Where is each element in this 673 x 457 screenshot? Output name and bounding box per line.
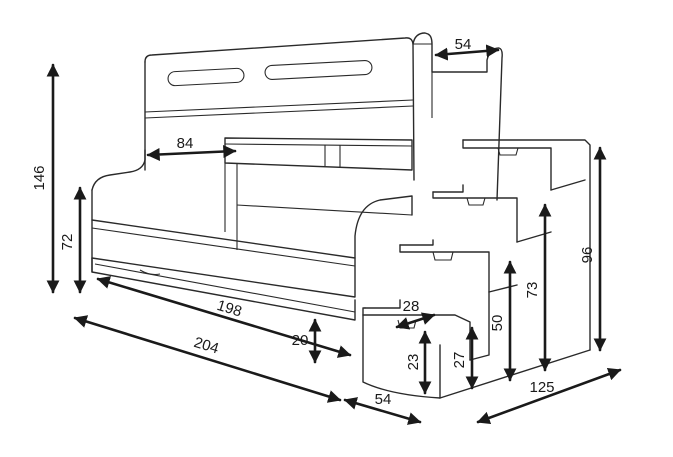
- label-step-1-height: 23: [405, 354, 422, 371]
- label-inner-opening: 84: [177, 135, 194, 152]
- label-height-total: 146: [31, 165, 48, 190]
- label-height-lower: 72: [59, 234, 76, 251]
- label-stairs-height: 96: [579, 247, 596, 264]
- label-top-rail: 54: [455, 36, 472, 53]
- dim-line-stairs-depth: [343, 397, 422, 425]
- bed-outline: [91, 32, 591, 399]
- dim-line-stairs-length: [476, 367, 622, 425]
- label-total-length: 204: [192, 334, 221, 358]
- dim-line-inner-opening: [146, 145, 237, 161]
- label-stairs-depth: 54: [375, 391, 392, 408]
- label-stairs-length: 125: [529, 379, 554, 396]
- dimension-labels: 146 72 54 84 198 204 20 54 125 28 23 27 …: [31, 36, 596, 408]
- label-step-2-total: 50: [489, 315, 506, 332]
- dimension-lines: [46, 44, 622, 425]
- label-mattress: 198: [215, 297, 244, 321]
- dim-line-top-rail: [434, 44, 500, 61]
- dim-line-step-depth: [395, 312, 436, 330]
- label-step-1-total: 27: [451, 352, 468, 369]
- dim-line-total-length: [73, 315, 342, 403]
- label-drawer-height: 20: [292, 332, 309, 349]
- label-step-depth: 28: [403, 298, 420, 315]
- label-step-3-total: 73: [524, 282, 541, 299]
